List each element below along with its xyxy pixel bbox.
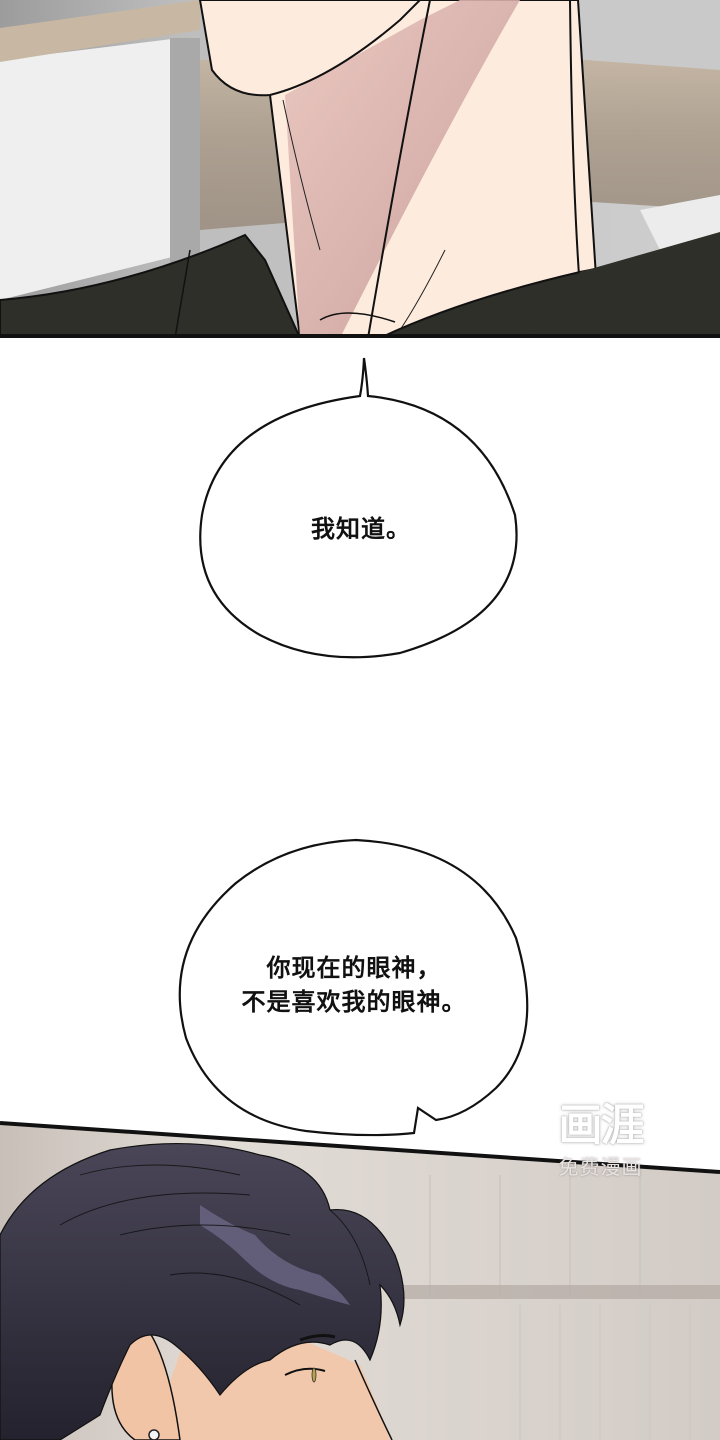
speech-bubble-2: 你现在的眼神， 不是喜欢我的眼神。 [176, 838, 532, 1138]
profile-illustration [0, 1121, 720, 1440]
watermark-logo: 画涯 [558, 1100, 645, 1151]
earring [148, 1429, 160, 1440]
bubble-outline [199, 357, 518, 659]
hair [0, 1143, 405, 1440]
bubble-outline [178, 838, 529, 1137]
bubble-2-line-2: 不是喜欢我的眼神。 [241, 988, 467, 1016]
bubble-2-text: 你现在的眼神， 不是喜欢我的眼神。 [176, 951, 532, 1019]
comic-panel-top [0, 0, 720, 338]
speech-bubble-1: 我知道。 [199, 355, 522, 665]
panel-border [0, 334, 720, 338]
bubble-2-line-1: 你现在的眼神， [266, 954, 442, 982]
bubble-1-text: 我知道。 [200, 512, 522, 546]
panel-border [0, 1121, 720, 1174]
bubble-1-line-1: 我知道。 [311, 515, 411, 543]
watermark: 画涯 免费漫画 [538, 1100, 663, 1180]
comic-panel-bottom [0, 1115, 720, 1440]
neck-closeup-illustration [0, 0, 720, 338]
watermark-subtitle: 免费漫画 [558, 1155, 643, 1179]
eye [311, 1367, 317, 1383]
